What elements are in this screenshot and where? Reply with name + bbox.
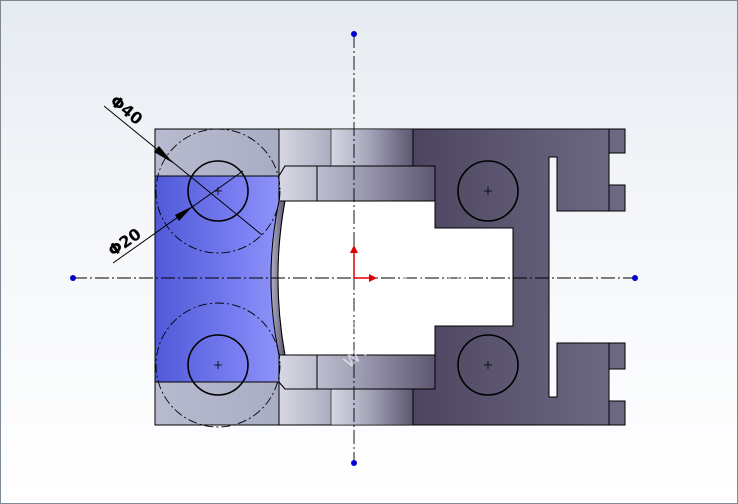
slot-cavity	[277, 200, 514, 356]
origin-icon[interactable]	[350, 245, 377, 282]
middle-block[interactable]	[278, 128, 414, 426]
left-block[interactable]	[154, 128, 280, 426]
pcd-circles	[155, 128, 281, 428]
hole-bottom-left	[187, 334, 249, 396]
dimension-outer-text: Φ40	[106, 91, 146, 128]
centerline-endpoints[interactable]	[70, 31, 638, 466]
comb-teeth	[549, 129, 610, 425]
hole-bottom-right	[457, 334, 519, 396]
hole-top-right	[457, 160, 519, 222]
selected-face[interactable]	[154, 175, 280, 383]
holes[interactable]	[187, 160, 519, 396]
hole-top-left	[187, 160, 249, 222]
